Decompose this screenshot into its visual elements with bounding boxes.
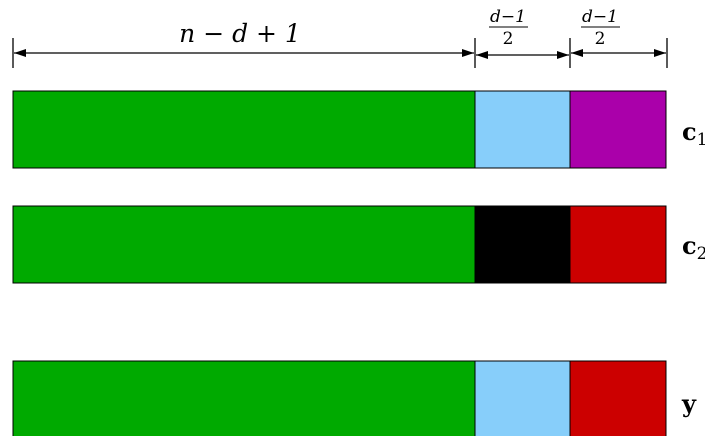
row-c2: c2 <box>12 205 705 284</box>
row-y-segment3 <box>569 360 667 436</box>
row-c1-segment1 <box>12 90 476 169</box>
row-y-segment2 <box>474 360 571 436</box>
row-y-segment1 <box>12 360 476 436</box>
dim-label-segment2-denominator: 2 <box>503 29 514 49</box>
row-c2-label: c2 <box>682 231 705 264</box>
row-y: y <box>12 360 697 436</box>
row-c2-segment1 <box>12 205 476 284</box>
dim-label-segment1: n − d + 1 <box>179 19 301 48</box>
row-y-label: y <box>681 389 697 418</box>
row-c1-segment3 <box>569 90 667 169</box>
dim-label-segment3-denominator: 2 <box>595 29 606 49</box>
row-c1-label: c1 <box>682 117 705 150</box>
row-c2-segment3 <box>569 205 667 284</box>
row-c1-segment2 <box>474 90 571 169</box>
row-c2-segment2 <box>474 205 571 284</box>
dim-label-segment2-numerator: d−1 <box>490 7 526 27</box>
row-c1: c1 <box>12 90 705 169</box>
dim-label-segment3-numerator: d−1 <box>582 7 618 27</box>
